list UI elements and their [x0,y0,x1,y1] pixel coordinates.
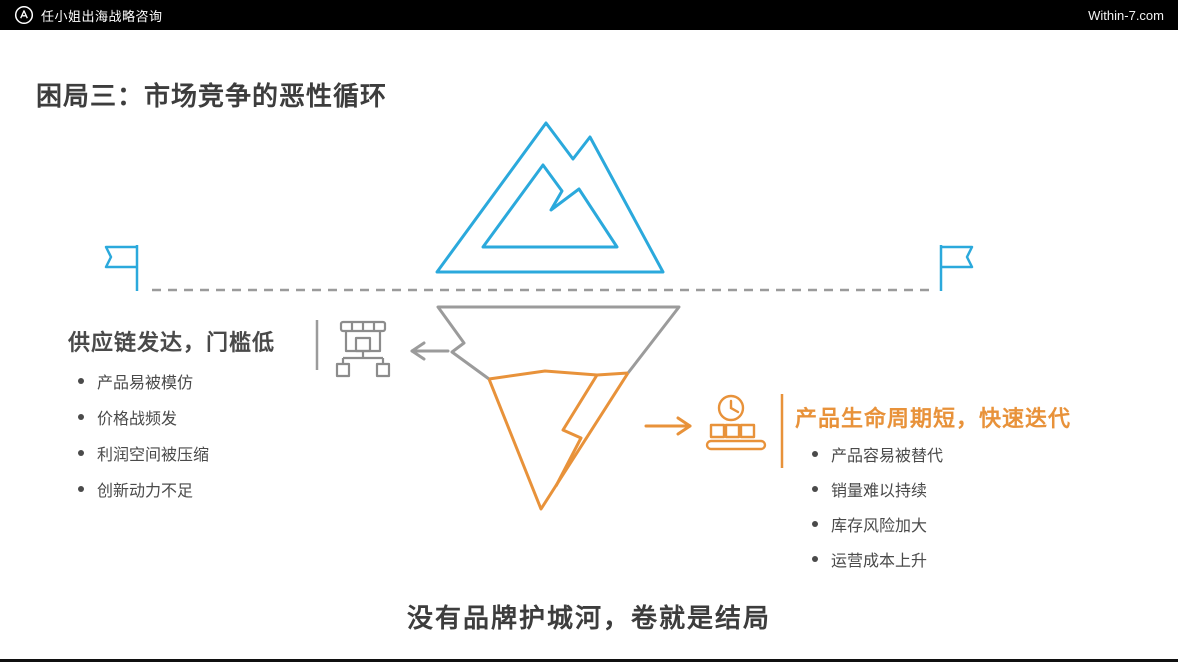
list-item: 创新动力不足 [78,471,209,507]
right-panel-heading: 产品生命周期短，快速迭代 [795,406,1072,431]
list-item: 产品容易被替代 [812,436,943,471]
bullet-dot [812,555,818,562]
iceberg-above-water [435,121,665,274]
right-arrow-icon [644,416,692,436]
list-item: 利润空间被压缩 [78,435,209,471]
bullet-text: 运营成本上升 [831,552,928,570]
iceberg-underwater-top [436,305,681,381]
left-panel-heading: 供应链发达，门槛低 [68,330,276,355]
conveyor-belt-icon [705,423,767,451]
list-item: 价格战频发 [78,399,209,435]
bullet-dot [78,486,84,492]
bullet-text: 利润空间被压缩 [97,447,210,464]
list-item: 运营成本上升 [812,541,943,576]
conclusion-statement: 没有品牌护城河，卷就是结局 [406,603,771,633]
left-arrow-icon [410,341,450,361]
flag-icon-right [939,245,974,291]
bullet-text: 创新动力不足 [97,483,194,500]
bottom-edge-bar [0,659,1178,662]
list-item: 库存风险加大 [812,506,943,541]
bullet-dot [812,450,818,457]
store-network-icon [335,320,391,378]
brand-name: 任小姐出海战略咨询 [41,8,163,24]
bullet-text: 产品容易被替代 [831,447,944,465]
bullet-dot [812,485,818,492]
bullet-dot [78,378,84,384]
flag-icon-left [104,245,139,291]
bullet-text: 销量难以持续 [831,482,928,500]
bullet-dot [78,414,84,420]
list-item: 产品易被模仿 [78,363,209,399]
clock-icon [717,394,745,422]
bullet-text: 产品易被模仿 [97,375,194,392]
site-url: Within-7.com [1088,7,1164,23]
bullet-text: 库存风险加大 [831,517,928,535]
top-bar: 任小姐出海战略咨询 Within-7.com [0,0,1178,30]
iceberg-underwater-bottom [487,369,630,511]
bullet-text: 价格战频发 [97,411,178,428]
right-bullet-list: 产品容易被替代 销量难以持续 库存风险加大 运营成本上升 [812,436,943,576]
bullet-dot [78,450,84,456]
list-item: 销量难以持续 [812,471,943,506]
left-bullet-list: 产品易被模仿 价格战频发 利润空间被压缩 创新动力不足 [78,363,209,507]
page-title: 困局三：市场竞争的恶性循环 [36,81,388,111]
brand: 任小姐出海战略咨询 [14,5,163,25]
bullet-dot [812,520,818,527]
brand-logo-icon [14,5,34,25]
